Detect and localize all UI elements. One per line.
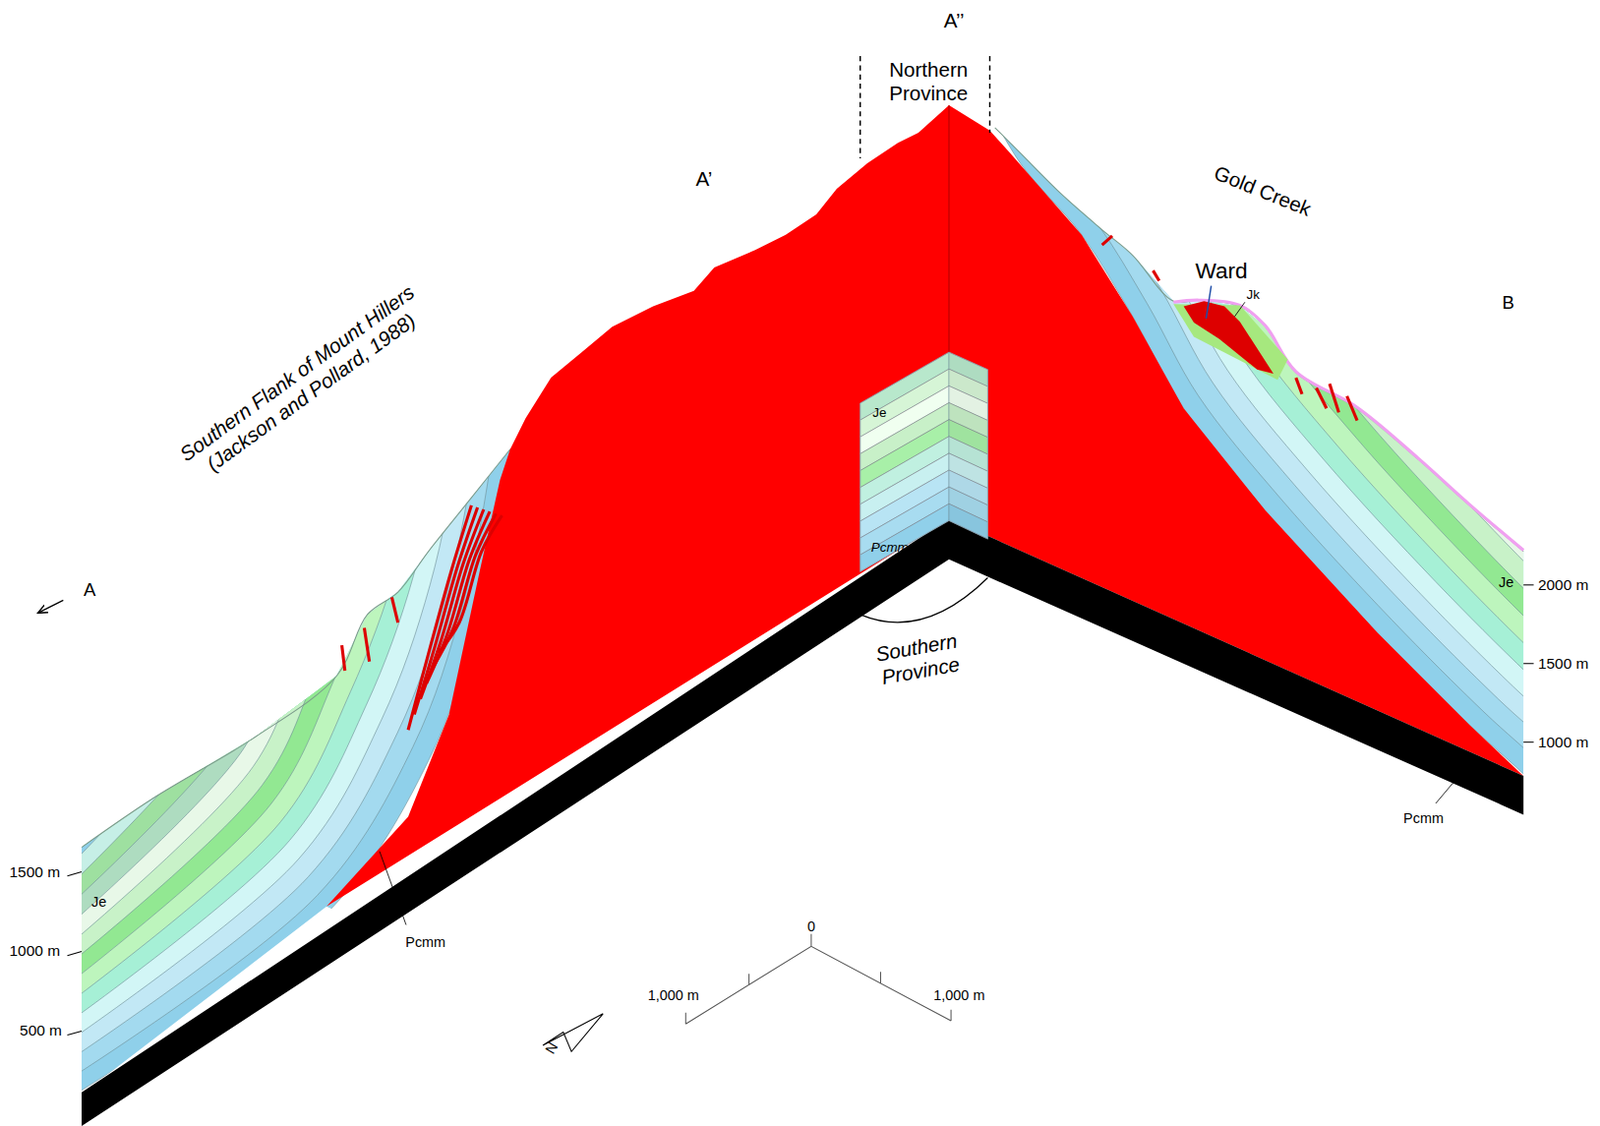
stratum (0, 255, 299, 860)
scale-bar (685, 934, 951, 1024)
elevation-tick (66, 872, 82, 877)
map-label: Gold Creek (1210, 161, 1314, 222)
sill (363, 627, 369, 661)
stratum (0, 255, 316, 878)
stratum (0, 255, 481, 1062)
stratum (1285, 0, 1600, 579)
elevation-tick (1523, 584, 1534, 586)
dike (1329, 383, 1339, 413)
sill (414, 507, 477, 715)
sill (426, 511, 490, 684)
map-label: 2000 m (1538, 576, 1590, 594)
stratum (0, 255, 283, 841)
direction-arrow (38, 599, 63, 612)
stratum (1270, 0, 1600, 592)
map-label: B (1501, 293, 1514, 314)
map-label: Jk (1246, 287, 1260, 302)
dike (1347, 396, 1358, 421)
leader-line (1435, 763, 1470, 803)
map-label: Southern Flank of Mount Hillers (Jackson… (150, 261, 459, 504)
map-label: A’’ (944, 8, 965, 33)
stratum (1255, 0, 1600, 604)
map-label: Je (1498, 573, 1514, 591)
ward-intrusion (1184, 300, 1274, 374)
map-label: A’ (696, 167, 713, 191)
stratum (0, 255, 465, 1043)
sill (438, 515, 502, 652)
dike (1153, 270, 1160, 281)
map-label: Je (872, 406, 887, 421)
stratum (0, 255, 498, 1080)
dike (1102, 236, 1113, 245)
map-label: 0 (807, 917, 816, 935)
stratum (0, 255, 333, 896)
map-label: 1500 m (9, 863, 61, 882)
map-label: Northern Province (867, 58, 991, 105)
map-label: Pcmm (1403, 809, 1444, 827)
dike (1296, 377, 1303, 395)
map-label: Pcmm (405, 934, 446, 951)
province-bracket (860, 578, 989, 623)
stratum (0, 255, 432, 1007)
map-label: Je (91, 892, 107, 910)
map-label: A (83, 579, 96, 600)
map-label: 1500 m (1538, 654, 1590, 673)
elevation-tick (1523, 662, 1534, 664)
map-label: Southern Province (859, 625, 979, 691)
leader-line (1205, 286, 1211, 319)
map-label: 1000 m (9, 943, 61, 961)
leader-line (379, 851, 407, 926)
intrusion (326, 105, 1524, 907)
map-label: Ward (1194, 257, 1247, 284)
province-boundary (989, 56, 991, 133)
sill (342, 645, 346, 671)
elevation-tick (1523, 741, 1534, 743)
map-label: 1000 m (1538, 733, 1590, 752)
province-boundary (859, 56, 861, 159)
stratum (0, 255, 217, 768)
stratigraphic-column (860, 352, 989, 572)
stratum (0, 255, 250, 804)
column-band (948, 503, 988, 539)
map-label: Pcmm (871, 540, 909, 556)
leader-line (1235, 301, 1245, 317)
base-slab (81, 518, 1524, 1126)
stratum (0, 255, 350, 915)
dike (1316, 387, 1327, 409)
stratum (0, 255, 234, 786)
map-label: 500 m (19, 1022, 62, 1041)
block-edge (948, 105, 949, 353)
sill (420, 509, 484, 700)
sill (391, 596, 398, 623)
sill (432, 513, 496, 668)
map-label: 1,000 m (933, 987, 985, 1005)
stratum (0, 255, 267, 823)
elevation-tick (66, 1030, 82, 1035)
map-label: N (542, 1039, 563, 1057)
column-band (860, 503, 949, 572)
stratum (1241, 0, 1600, 617)
elevation-tick (66, 950, 82, 955)
sills (342, 505, 503, 730)
stratum (0, 255, 515, 1098)
map-label: 1,000 m (648, 987, 700, 1005)
